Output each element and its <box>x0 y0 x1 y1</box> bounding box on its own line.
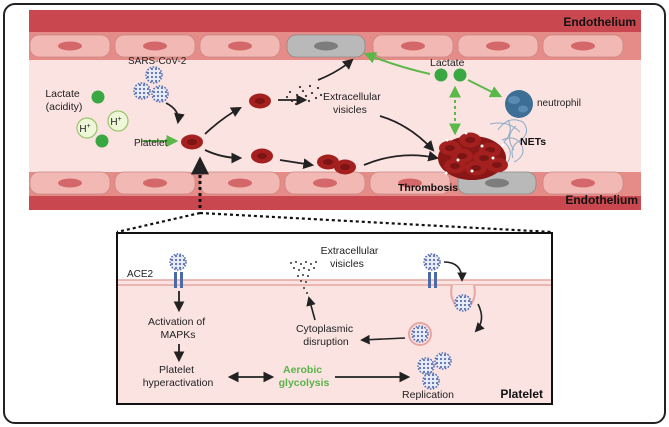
blood-vessel <box>29 10 641 210</box>
endothelial-cell <box>29 34 111 58</box>
endothelial-cell <box>29 171 111 195</box>
extracellular-vesicles <box>290 261 317 294</box>
platelet-label: Platelet <box>134 138 168 149</box>
ace2-receptor <box>428 272 437 288</box>
ace2-label: ACE2 <box>127 269 154 280</box>
virus-icon <box>434 352 452 370</box>
vessel-wall-bottom <box>29 196 641 210</box>
endothelial-cell <box>542 171 624 195</box>
vesicles-to-thrombus-arrow <box>379 115 435 152</box>
virus-icon <box>133 82 151 100</box>
thrombus <box>438 131 508 180</box>
sars-cov-2-label: SARS-CoV-2 <box>128 56 187 67</box>
platelet-hyperactivation-label: Platelet hyperactivation <box>143 364 214 389</box>
virus-icon <box>423 253 441 271</box>
endothelial-cell <box>114 171 196 195</box>
lactate-molecule <box>434 68 448 82</box>
platelet-down-arrow <box>204 149 243 164</box>
aerobic-glycolysis-label: Aerobic glycolysis <box>279 364 330 389</box>
vesicles-to-endothelium-arrow <box>317 58 354 81</box>
lactate-molecule <box>95 134 109 148</box>
svg-text:H+: H+ <box>79 123 90 135</box>
damaged-endothelial-cell <box>286 34 366 58</box>
virus-arrow <box>165 102 185 125</box>
lactate-molecule <box>91 90 105 104</box>
lactate-left-label: Lactate (acidity) <box>45 88 82 113</box>
endothelial-cell <box>542 34 624 58</box>
neutrophil-label: neutrophil <box>537 98 581 109</box>
endothelial-cell <box>199 34 281 58</box>
lactate-to-neutrophil-arrow <box>467 79 503 98</box>
virus-icon <box>145 66 163 84</box>
endosome <box>408 322 432 346</box>
nets-label: NETs <box>520 136 546 148</box>
cytoplasmic-disruption-label: Cytoplasmic disruption <box>296 323 356 348</box>
ace2-receptor <box>174 272 183 288</box>
svg-text:H+: H+ <box>110 116 121 128</box>
virus-icon <box>169 253 187 271</box>
replication-label: Replication <box>402 389 454 401</box>
extracellular-vesicles <box>285 84 323 106</box>
platelet-cell <box>181 134 203 150</box>
thrombosis-label: Thrombosis <box>398 182 458 194</box>
endothelial-cell <box>199 171 281 195</box>
endothelial-cell <box>114 34 196 58</box>
activation-mapks-label: Activation of MAPKs <box>148 316 208 341</box>
endothelial-cell <box>284 171 366 195</box>
endothelial-cell <box>457 34 539 58</box>
endothelium-bottom-label: Endothelium <box>565 193 638 207</box>
endocytic-vesicle <box>450 284 476 312</box>
platelet-up-arrow <box>204 106 242 135</box>
virus-icon <box>417 357 435 375</box>
lactate-molecule <box>453 68 467 82</box>
h-plus-ion: H+ <box>76 117 98 139</box>
extracellular-vesicles-label: Extracellular visicles <box>323 91 384 116</box>
h-plus-ion: H+ <box>107 110 129 132</box>
vessel-wall-top <box>29 10 641 32</box>
virus-icon <box>151 85 169 103</box>
neutrophil-cell <box>505 90 533 118</box>
endothelium-top-label: Endothelium <box>563 15 636 29</box>
platelet-panel-label: Platelet <box>500 387 543 401</box>
red-blood-cell <box>334 159 356 175</box>
red-blood-cell <box>249 93 271 109</box>
lactate-to-endothelium-arrow <box>363 52 431 75</box>
lactate-right-label: Lactate <box>430 57 465 69</box>
extracellular-vesicles-label-bottom: Extracellular visicles <box>321 245 382 270</box>
nets-fibers <box>489 119 527 163</box>
virus-icon <box>422 372 440 390</box>
red-blood-cell <box>251 148 273 164</box>
endothelial-cell <box>372 34 454 58</box>
